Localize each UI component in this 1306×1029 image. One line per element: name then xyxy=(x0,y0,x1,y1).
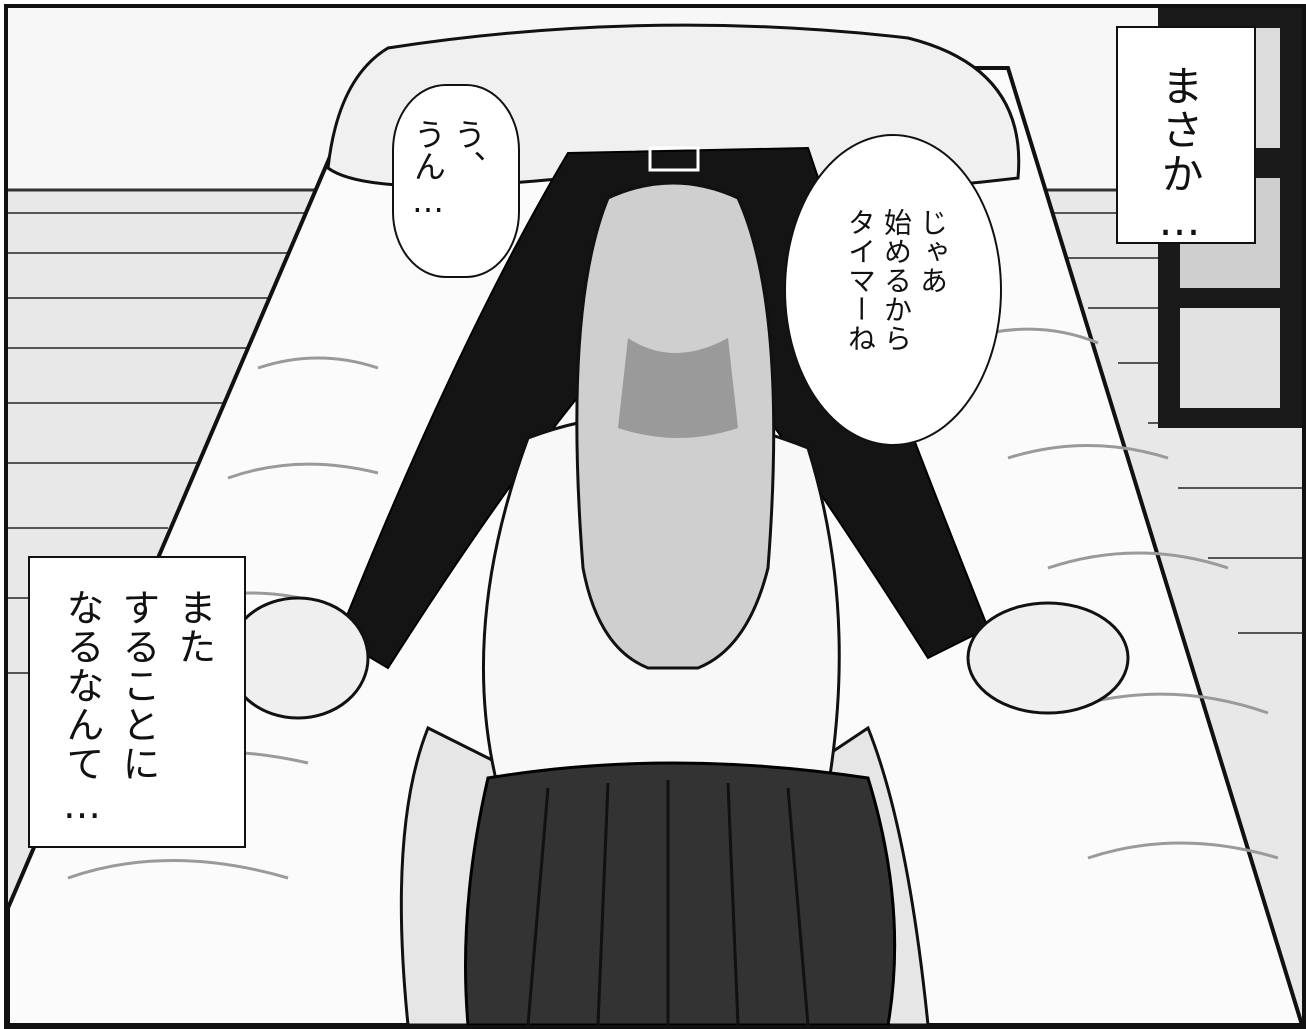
speech-line: う、 xyxy=(449,118,487,182)
speech-text-small: う、 うん… xyxy=(408,118,488,220)
speech-bubble-small: う、 うん… xyxy=(392,84,520,278)
narration-box-top: まさか… xyxy=(1116,26,1256,247)
skirt-pleats xyxy=(526,780,810,1025)
narration-text-top: まさか… xyxy=(1155,64,1204,247)
narration-box-left: また することに なるなんて… xyxy=(28,556,246,848)
manga-panel: まさか… また することに なるなんて… う、 うん… じゃあ 始めるから タイ… xyxy=(4,4,1306,1029)
left-foot xyxy=(226,596,370,720)
narration-line: また xyxy=(172,588,216,666)
narration-text-left: また することに なるなんて… xyxy=(54,588,222,828)
narration-line: することに xyxy=(116,588,160,783)
belt-buckle xyxy=(648,146,700,172)
speech-bubble-large: じゃあ 始めるから タイマーね xyxy=(784,134,1002,446)
scene-illustration xyxy=(8,8,1302,1025)
speech-line: うん… xyxy=(409,118,447,220)
speech-line: 始めるから xyxy=(880,208,913,353)
skirt xyxy=(464,761,897,1025)
narration-line: なるなんて… xyxy=(60,588,104,828)
speech-line: じゃあ xyxy=(916,208,949,295)
speech-line: タイマーね xyxy=(844,208,877,353)
speech-text-large: じゃあ 始めるから タイマーね xyxy=(842,208,950,353)
right-foot xyxy=(966,601,1130,715)
